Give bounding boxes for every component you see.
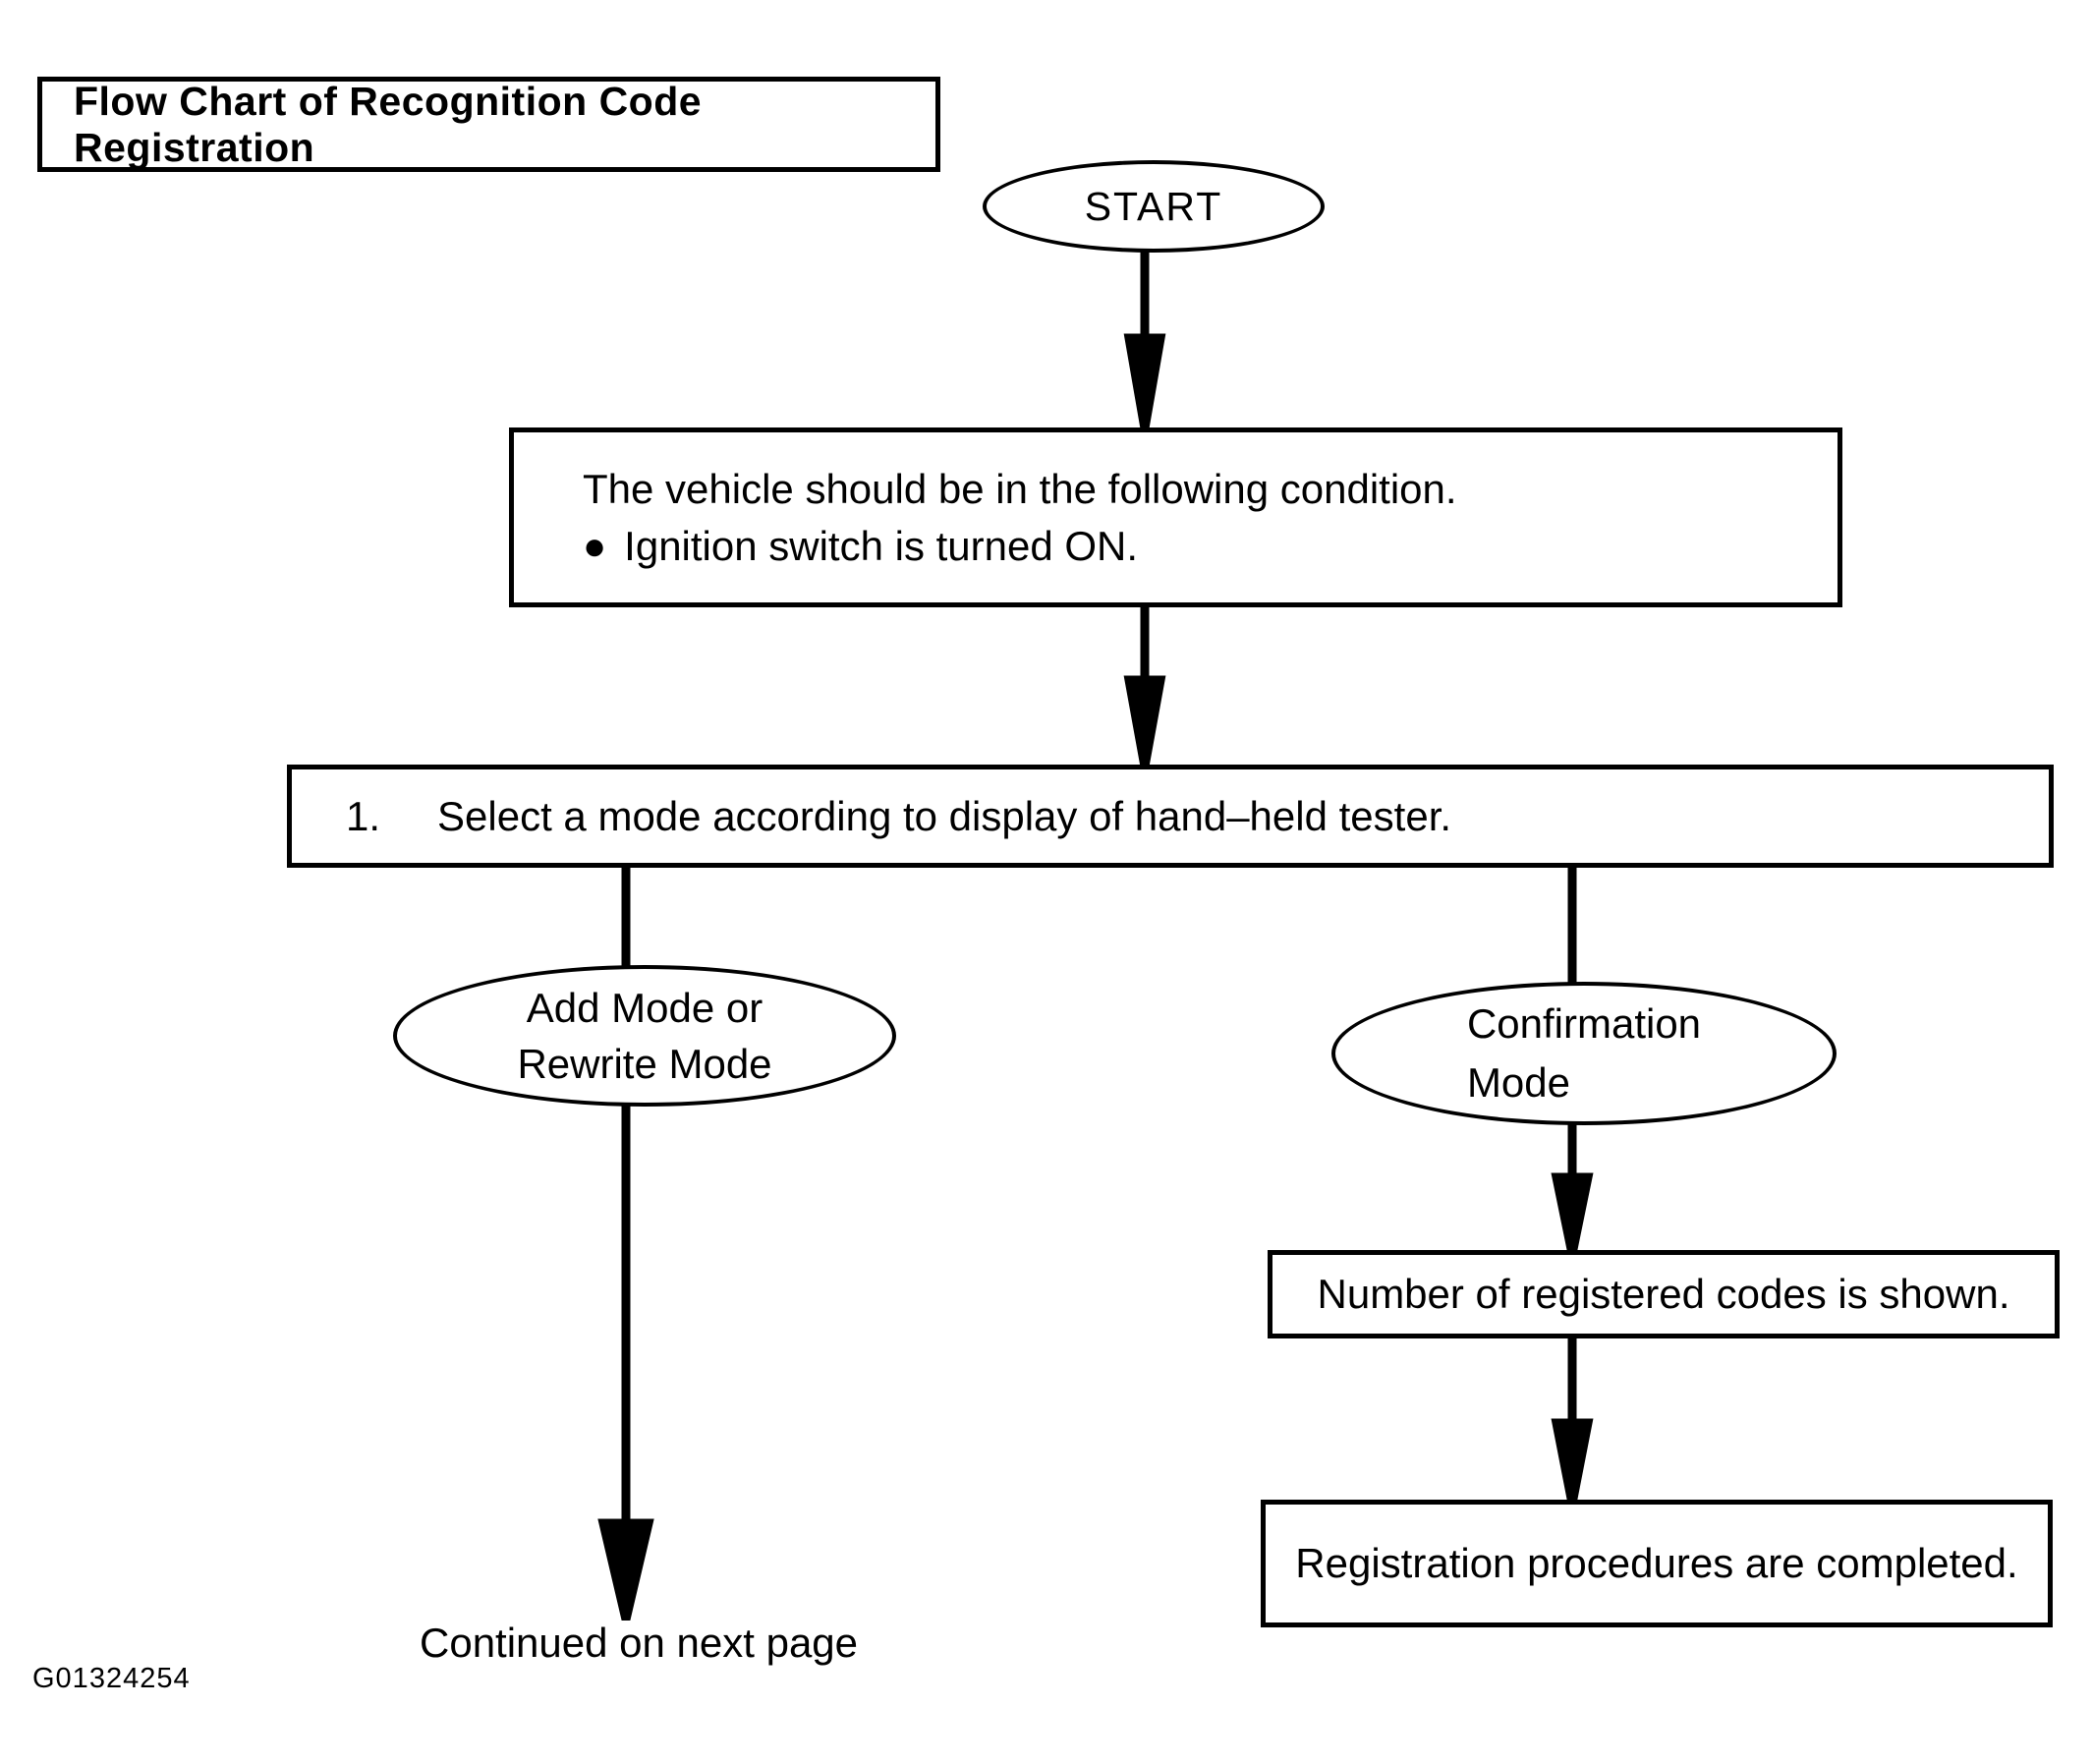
chart-title: Flow Chart of Recognition Code Registrat… [74, 78, 703, 170]
vehicle-condition-line1: The vehicle should be in the following c… [583, 465, 1457, 512]
start-node: START [983, 160, 1325, 253]
chart-title-box: Flow Chart of Recognition Code Registrat… [37, 77, 940, 172]
registered-codes-node: Number of registered codes is shown. [1268, 1250, 2060, 1338]
step-number: 1. [346, 792, 381, 839]
select-mode-text: Select a mode according to display of ha… [437, 792, 1452, 839]
select-mode-node: 1. Select a mode according to display of… [287, 765, 2054, 868]
confirmation-mode-node: Confirmation Mode [1331, 982, 1837, 1125]
registration-completed-node: Registration procedures are completed. [1261, 1500, 2053, 1627]
arrow-codes-to-completed-head [1551, 1418, 1594, 1505]
arrow-confirmation-to-codes-head [1551, 1172, 1594, 1255]
confirmation-mode-line2: Mode [1466, 1059, 1570, 1106]
arrow-start-to-condition-head [1123, 333, 1166, 429]
bullet-icon: ● [583, 524, 607, 568]
add-rewrite-mode-line2: Rewrite Mode [517, 1041, 772, 1087]
registered-codes-text: Number of registered codes is shown. [1317, 1271, 2010, 1317]
ignition-condition-text: Ignition switch is turned ON. [624, 522, 1139, 569]
vehicle-condition-line2: ● Ignition switch is turned ON. [583, 518, 1818, 575]
arrow-condition-to-select-head [1123, 675, 1166, 768]
confirmation-mode-line1: Confirmation [1466, 1000, 1702, 1047]
confirmation-mode-label: Confirmation Mode [1467, 995, 1701, 1112]
add-rewrite-mode-line1: Add Mode or [526, 985, 763, 1031]
figure-id: G01324254 [32, 1663, 191, 1694]
continued-note: Continued on next page [420, 1620, 859, 1666]
registration-completed-text: Registration procedures are completed. [1295, 1540, 2018, 1586]
add-rewrite-mode-node: Add Mode or Rewrite Mode [393, 965, 896, 1107]
add-rewrite-mode-label: Add Mode or Rewrite Mode [517, 980, 771, 1092]
start-label: START [1084, 183, 1223, 229]
arrow-add-mode-to-continued-head [597, 1518, 654, 1622]
vehicle-condition-node: The vehicle should be in the following c… [509, 427, 1842, 607]
